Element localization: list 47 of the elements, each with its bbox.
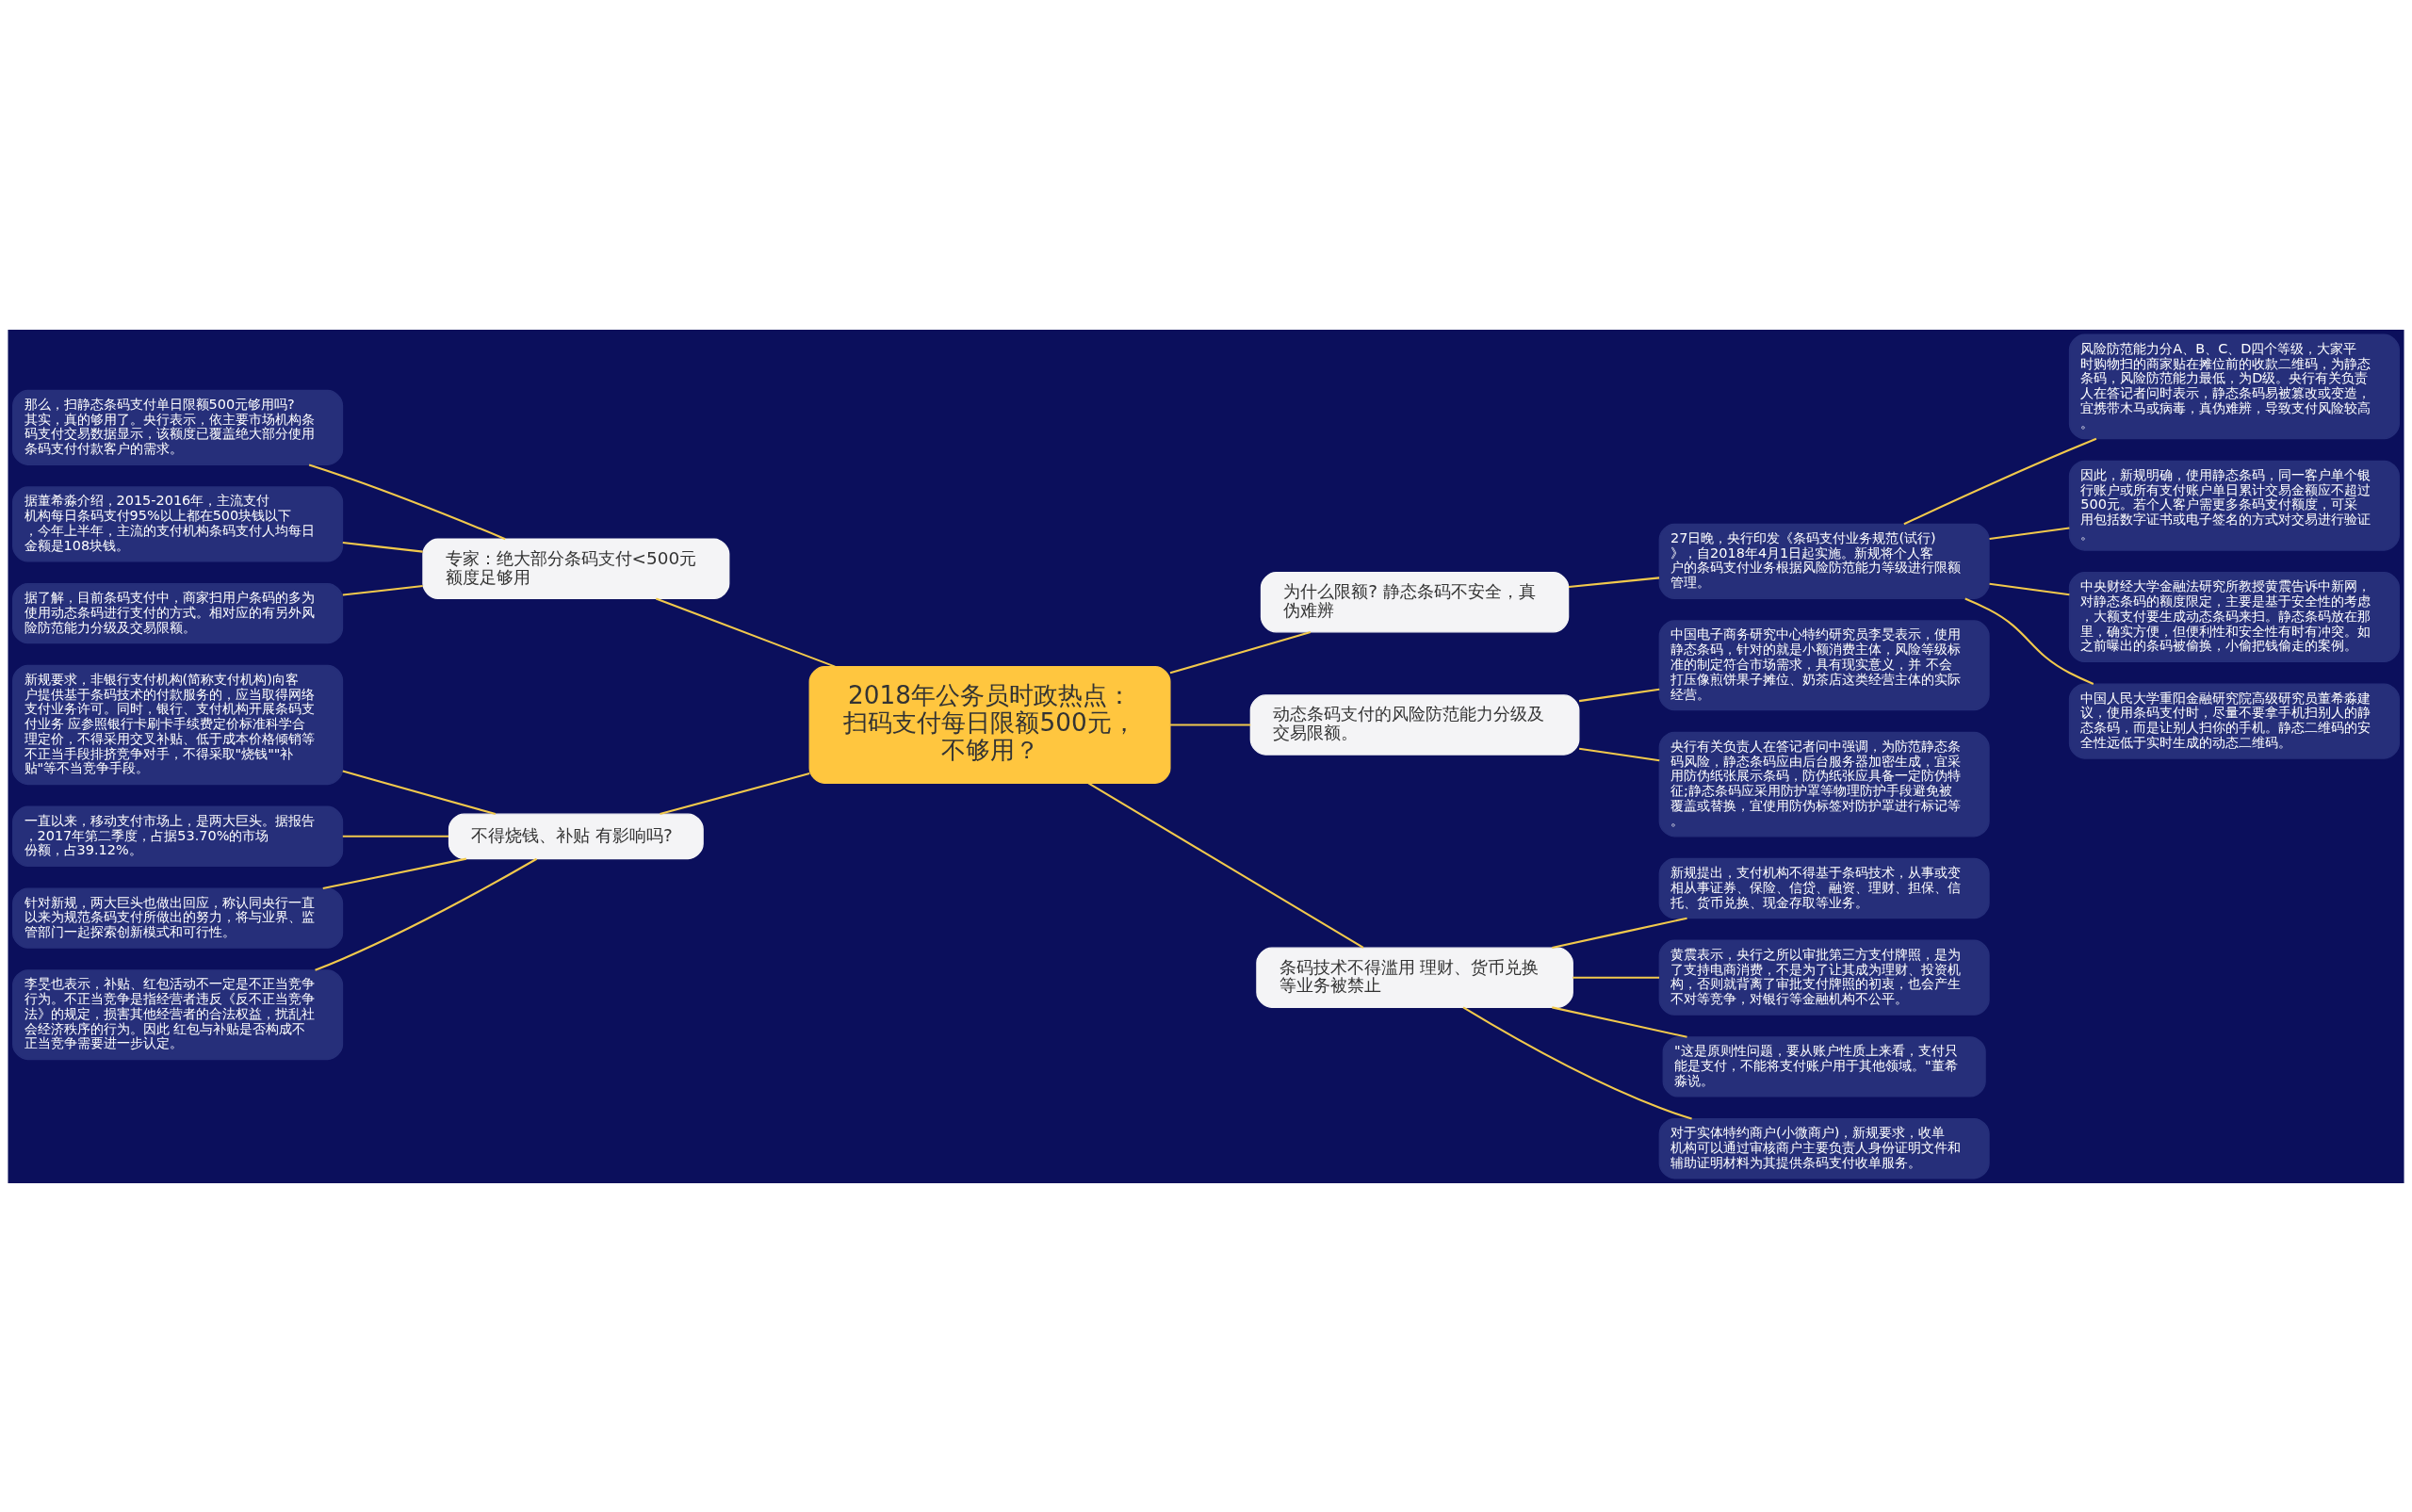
connector xyxy=(1087,781,1364,949)
node-box: 新规提出，支付机构不得基于条码技术，从事或变相从事证券、保险、信贷、融资、理财、担保、信托、货币兑换、现金存取等业务。 xyxy=(1658,857,1990,919)
connector xyxy=(342,584,423,596)
node-box: 27日晚，央行印发《条码支付业务规范(试行)》，自2018年4月1日起实施。新规将个人客户的条码支付业务根据风险防范能力等级进行限额管理。 xyxy=(1658,523,1990,599)
node-box: 风险防范能力分A、B、C、D四个等级，大家平时购物扫的商家贴在摊位前的收款二维码，为静态条码，风险防范能力最低，为D级。央行有关负责人在答记者问时表示，静态条码易被篡改或变造，宜携带木马或病毒，真伪难辨，导致支付风险较高。 xyxy=(2068,333,2400,439)
node-box: 针对新规，两大巨头也做出回应，称认同央行一直以来为规范条码支付所做出的努力，将与业界、监管部门一起探索创新模式和可行性。 xyxy=(12,886,344,949)
connector xyxy=(1170,723,1251,725)
connector xyxy=(1903,437,2097,525)
connector xyxy=(322,857,467,889)
node-box: 据董希淼介绍，2015-2016年，主流支付机构每日条码支付95%以上都在500块钱以下，今年上半年，主流的支付机构条码支付人均每日金额是108块钱。 xyxy=(12,485,344,562)
connector xyxy=(1573,976,1660,979)
connector xyxy=(1989,582,2070,595)
node-box: 对于实体特约商户(小微商户)，新规要求，收单机构可以通过审核商户主要负责人身份证明文件和辅助证明材料为其提供条码支付收单服务。 xyxy=(1658,1117,1990,1179)
node-box: 李旻也表示，补贴、红包活动不一定是不正当竞争行为。不正当竞争是指经营者违反《反不正当竞争法》的规定，损害其他经营者的合法权益，扰乱社会经济秩序的行为。因此 红包与补贴是否构成不正当竞争需要进一步认定。 xyxy=(12,968,344,1060)
node-box: "这是原则性问题，要从账户性质上来看，支付只能是支付，不能将支付账户用于其他领域。"董希淼说。 xyxy=(1662,1035,1986,1097)
node-box: 专家：绝大部分条码支付<500元额度足够用 xyxy=(422,538,730,599)
connector xyxy=(1568,576,1660,588)
connector xyxy=(1462,1005,1692,1120)
connector xyxy=(1578,747,1660,761)
node-box: 央行有关负责人在答记者问中强调，为防范静态条码风险，静态条码应由后台服务器加密生成，宜采用防伪纸张展示条码，防伪纸张应具备一定防伪特征;静态条码应采用防护罩等物理防护手段避免被覆盖或替换，宜使用防伪标签对防护罩进行标记等。 xyxy=(1658,731,1990,837)
connector xyxy=(342,541,423,553)
connector xyxy=(655,597,836,668)
connector xyxy=(1552,1005,1687,1038)
node-box: 不得烧钱、补贴 有影响吗? xyxy=(448,813,704,859)
node-box: 黄震表示，央行之所以审批第三方支付牌照，是为了支持电商消费，不是为了让其成为理财、投资机构，否则就背离了审批支付牌照的初衷，也会产生不对等竞争，对银行等金融机构不公平。 xyxy=(1658,939,1990,1016)
node-box: 那么，扫静态条码支付单日限额500元够用吗?其实，真的够用了。央行表示，依主要市场机构条码支付交易数据显示，该额度已覆盖绝大部分使用条码支付付款客户的需求。 xyxy=(12,389,344,465)
connector xyxy=(342,835,449,837)
node-box: 动态条码支付的风险防范能力分级及交易限额。 xyxy=(1249,693,1580,756)
node-box: 中国电子商务研究中心特约研究员李旻表示，使用静态条码，针对的就是小额消费主体，风险等级标准的制定符合市场需求，具有现实意义，并 不会打压像煎饼果子摊位、奶茶店这类经营主体的实际经营。 xyxy=(1658,619,1990,710)
connector xyxy=(308,463,506,540)
connector xyxy=(1964,597,2094,685)
node-box: 因此，新规明确，使用静态条码，同一客户单个银行账户或所有支付账户单日累计交易金额应不超过500元。若个人客户需更多条码支付额度，可采用包括数字证书或电子签名的方式对交易进行验证。 xyxy=(2068,460,2400,551)
connector xyxy=(1578,688,1660,702)
connector xyxy=(1989,526,2070,540)
connector xyxy=(660,772,810,815)
node-box: 一直以来，移动支付市场上，是两大巨头。据报告，2017年第二季度，占据53.70%的市场份额，占39.12%。 xyxy=(12,805,344,867)
node-box: 新规要求，非银行支付机构(简称支付机构)向客户提供基于条码技术的付款服务的，应当取得网络支付业务许可。同时，银行、支付机构开展条码支付业务 应参照银行卡刷卡手续费定价标准科学合理定价，不得采用交叉补贴、低于成本价格倾销等不正当手段排挤竞争对手，不得采取"烧钱""补贴"等不当竞争手段。 xyxy=(12,664,344,785)
node-box: 条码技术不得滥用 理财、货币兑换等业务被禁止 xyxy=(1256,947,1573,1008)
connector xyxy=(342,769,497,815)
node-box: 据了解，目前条码支付中，商家扫用户条码的多为使用动态条码进行支付的方式。相对应的有另外风险防范能力分级及交易限额。 xyxy=(12,582,344,643)
node-box: 中国人民大学重阳金融研究院高级研究员董希淼建议，使用条码支付时，尽量不要拿手机扫别人的静态条码，而是让别人扫你的手机。静态二维码的安全性远低于实时生成的动态二维码。 xyxy=(2068,682,2400,759)
connector xyxy=(315,857,538,971)
node-box: 为什么限额? 静态条码不安全，真伪难辨 xyxy=(1260,571,1570,632)
connector xyxy=(1169,630,1312,674)
node-box: 2018年公务员时政热点：扫码支付每日限额500元，不够用？ xyxy=(808,665,1171,784)
node-box: 中央财经大学金融法研究所教授黄震告诉中新网，对静态条码的额度限定，主要是基于安全性的考虑，大额支付要生成动态条码来扫。静态条码放在那里，确实方便，但便利性和安全性有时有冲突。如之前曝出的条码被偷换，小偷把钱偷走的案例。 xyxy=(2068,571,2400,662)
connector xyxy=(1552,917,1687,949)
